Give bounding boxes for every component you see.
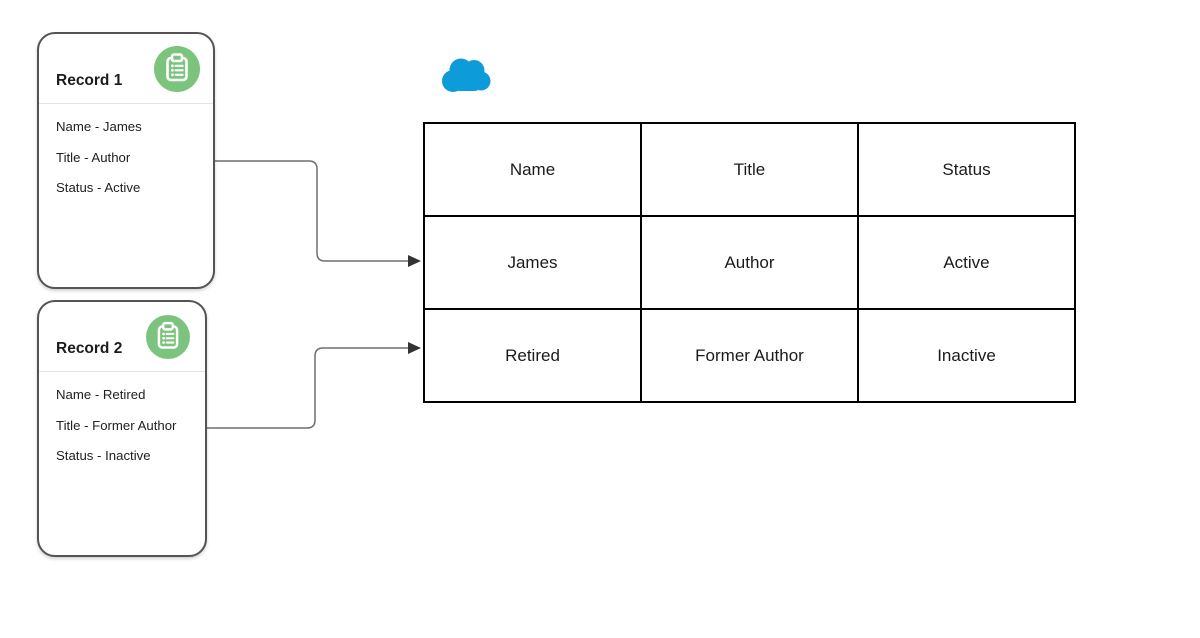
table-cell: James bbox=[423, 215, 642, 310]
card-field-status: Status - Active bbox=[56, 180, 141, 195]
table-header-row: Name Title Status bbox=[423, 122, 1076, 217]
connector-record2-to-table[interactable] bbox=[207, 347, 408, 429]
card-field-title: Title - Author bbox=[56, 149, 131, 165]
table-cell: Inactive bbox=[857, 308, 1076, 403]
clipboard-list-icon bbox=[154, 46, 200, 92]
connector-record1-to-table[interactable] bbox=[215, 160, 408, 262]
card-field-name: Name - Retired bbox=[56, 387, 146, 402]
table-header-cell-name: Name bbox=[423, 122, 642, 217]
card-field-name: Name - James bbox=[56, 119, 142, 134]
clipboard-list-icon bbox=[146, 315, 190, 359]
record-1-card[interactable]: Record 1 Name - James Title - Author Sta… bbox=[37, 32, 215, 289]
data-table[interactable]: Name Title Status James Author Active Re… bbox=[423, 122, 1076, 403]
card-field-title: Title - Former Author bbox=[56, 417, 177, 433]
table-header-cell-title: Title bbox=[640, 122, 859, 217]
table-cell: Former Author bbox=[640, 308, 859, 403]
card-title: Record 2 bbox=[56, 340, 123, 357]
table-row: James Author Active bbox=[423, 215, 1076, 310]
table-header-cell-status: Status bbox=[857, 122, 1076, 217]
arrowhead-icon bbox=[408, 342, 421, 354]
table-cell: Retired bbox=[423, 308, 642, 403]
table-cell: Active bbox=[857, 215, 1076, 310]
card-title: Record 1 bbox=[56, 72, 123, 89]
arrowhead-icon bbox=[408, 255, 421, 267]
card-divider bbox=[39, 103, 213, 104]
table-cell: Author bbox=[640, 215, 859, 310]
salesforce-cloud-icon[interactable] bbox=[437, 56, 493, 98]
table-row: Retired Former Author Inactive bbox=[423, 308, 1076, 403]
card-field-status: Status - Inactive bbox=[56, 448, 151, 463]
card-divider bbox=[39, 371, 205, 372]
record-2-card[interactable]: Record 2 Name - Retired Title - Former A… bbox=[37, 300, 207, 557]
